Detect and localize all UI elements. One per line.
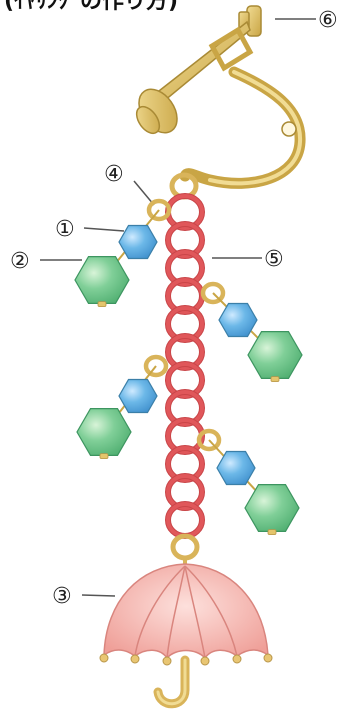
callout-3: ③ bbox=[52, 584, 72, 609]
callout-2: ② bbox=[10, 249, 30, 274]
green-bead-icon bbox=[248, 332, 302, 379]
pin-head bbox=[268, 530, 276, 535]
blue-bead-icon bbox=[217, 452, 255, 485]
header-text: (ｲﾔﾘﾝｸﾞの作り方) bbox=[4, 0, 178, 14]
leader-line-4 bbox=[134, 181, 154, 205]
bottom-jump-ring bbox=[173, 536, 197, 558]
green-bead-icon bbox=[245, 485, 299, 532]
umbrella-charm-icon bbox=[100, 556, 272, 704]
callout-4: ④ bbox=[104, 162, 124, 187]
pin-head bbox=[100, 454, 108, 459]
pin-head bbox=[98, 302, 106, 307]
jump-rings bbox=[146, 201, 223, 449]
pin-head bbox=[271, 377, 279, 382]
earring-clip-icon bbox=[131, 6, 300, 183]
callout-1: ① bbox=[55, 217, 75, 242]
leader-line-1 bbox=[84, 228, 124, 231]
leader-line-3 bbox=[82, 595, 115, 596]
blue-bead-icon bbox=[119, 380, 157, 413]
callout-5: ⑤ bbox=[264, 247, 284, 272]
green-bead-icon bbox=[75, 257, 129, 304]
chain bbox=[168, 196, 202, 536]
green-bead-icon bbox=[77, 409, 131, 456]
callout-6: ⑥ bbox=[318, 8, 338, 33]
